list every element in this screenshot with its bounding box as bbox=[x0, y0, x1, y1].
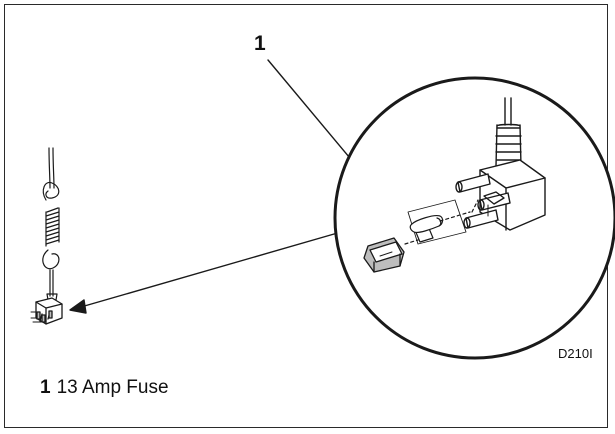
zoomed-plug bbox=[455, 97, 546, 231]
legend-item-text: 13 Amp Fuse bbox=[56, 377, 169, 398]
callout-number: 1 bbox=[254, 32, 266, 55]
figure-code: D210I bbox=[558, 346, 593, 361]
fuse-detail bbox=[404, 199, 479, 245]
left-plug bbox=[30, 297, 63, 325]
legend-item-number: 1 bbox=[40, 377, 51, 398]
magnifier-pointer-arrow bbox=[69, 231, 342, 314]
fuse-carrier bbox=[363, 237, 405, 273]
coiled-cord bbox=[42, 147, 60, 301]
